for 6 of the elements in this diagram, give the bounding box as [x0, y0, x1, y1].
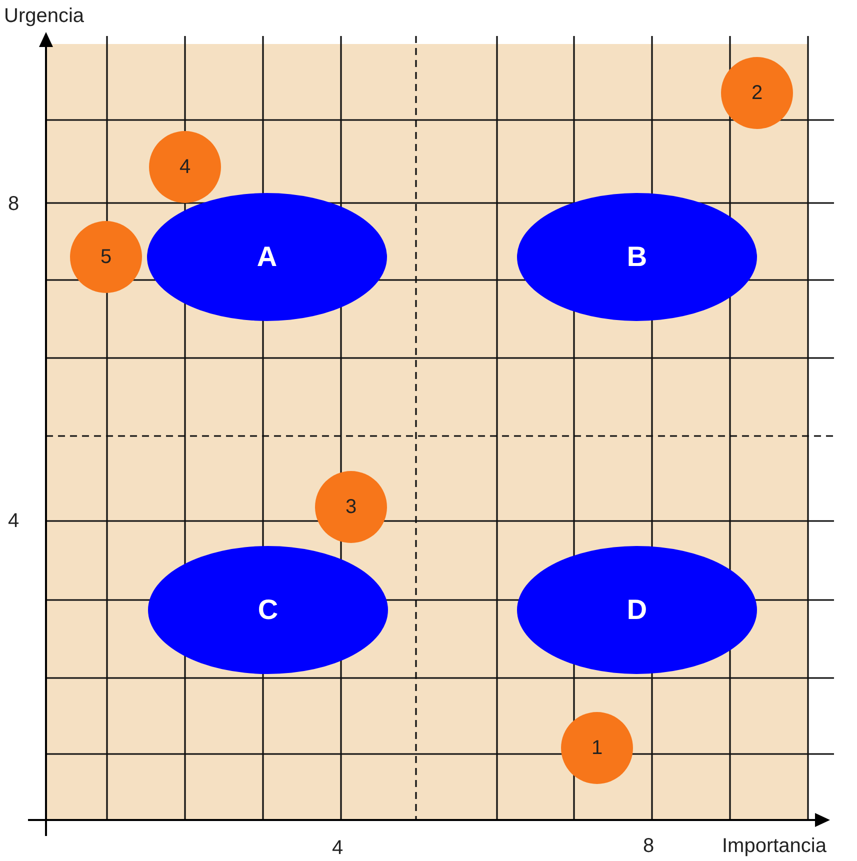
axis-title: Urgencia: [4, 6, 84, 26]
tick-label: 8: [8, 194, 20, 214]
tick-label: 4: [332, 838, 344, 858]
tick-label: 4: [8, 511, 20, 531]
tick-label: 8: [643, 836, 654, 856]
axis-title: Importancia: [722, 836, 826, 856]
